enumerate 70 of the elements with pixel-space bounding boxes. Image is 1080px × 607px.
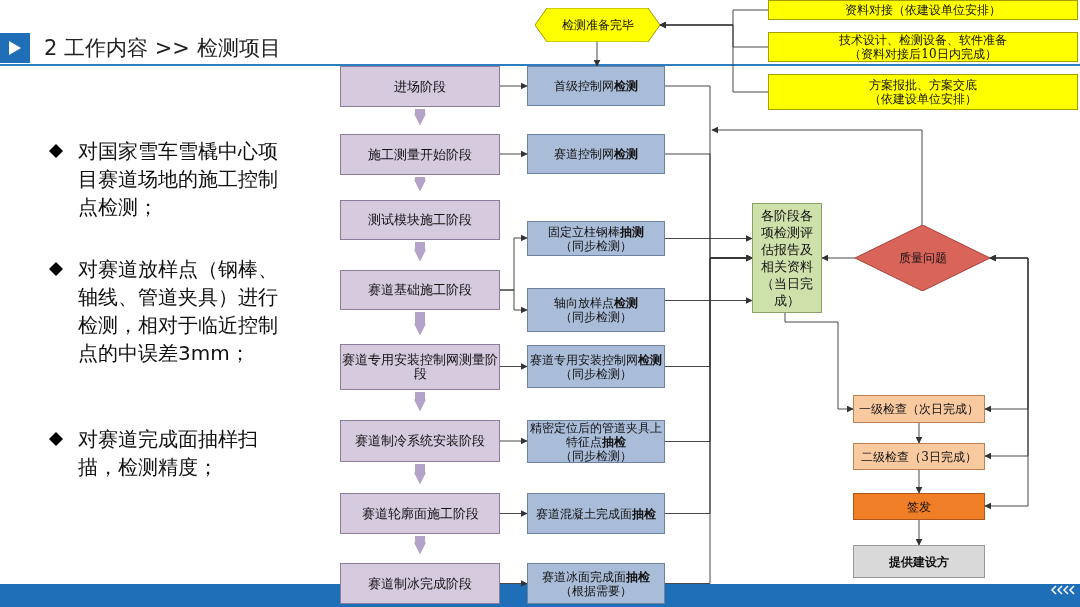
box-text: 赛道控制网检测	[554, 147, 638, 161]
report-box	[752, 203, 822, 313]
block-arrow	[414, 312, 426, 336]
block-arrow	[414, 464, 426, 485]
box-note: （同步检测）	[560, 310, 632, 324]
note-box	[768, 32, 1078, 62]
check-box	[527, 563, 665, 604]
box-text: 方案报批、方案交底	[869, 78, 977, 92]
note-box	[768, 74, 1078, 110]
box-text: 赛道专用安装控制网测量阶段	[341, 353, 499, 381]
review-box	[853, 443, 985, 470]
box-text: 一级检查（次日完成）	[859, 402, 979, 416]
block-arrow	[414, 392, 426, 412]
stage-box	[340, 563, 500, 604]
box-text: 赛道专用安装控制网检测	[530, 352, 662, 367]
box-text: 施工测量开始阶段	[368, 147, 472, 162]
delivery-box	[853, 545, 985, 578]
check-box	[527, 66, 665, 106]
note-box	[768, 0, 1078, 20]
box-text: 赛道混凝土完成面抽检	[536, 506, 656, 521]
stage-box	[340, 344, 500, 390]
box-text: 首级控制网检测	[554, 79, 638, 93]
start-hexagon	[535, 8, 660, 42]
slide-title: 2 工作内容 >> 检测项目	[44, 35, 281, 62]
box-text: 精密定位后的管道夹具上特征点抽检	[529, 420, 663, 449]
box-text: 签发	[907, 499, 931, 514]
box-note: （同步检测）	[560, 448, 632, 463]
block-arrow	[414, 177, 426, 192]
check-box	[527, 345, 665, 388]
check-box	[527, 221, 665, 256]
stage-box	[340, 66, 500, 107]
bullet-text: 对赛道放样点（钢棒、轴线、管道夹具）进行检测，相对于临近控制点的中误差3mm；	[78, 256, 278, 367]
decision-diamond	[855, 225, 990, 291]
box-text: 赛道制冷系统安装阶段	[355, 434, 485, 448]
box-text: 提供建设方	[889, 554, 949, 569]
box-text: 赛道轮廓面施工阶段	[361, 506, 479, 521]
stage-box	[340, 493, 500, 534]
box-text: 资料对接（依建设单位安排）	[845, 3, 1001, 17]
issue-box	[853, 493, 985, 520]
check-box	[527, 288, 665, 332]
block-arrow	[414, 242, 426, 262]
stage-box	[340, 200, 500, 240]
bullet-text: 对赛道完成面抽样扫描，检测精度；	[78, 426, 259, 481]
box-text: 固定立柱钢棒抽测	[548, 224, 644, 239]
box-text: 各阶段各项检测评估报告及相关资料（当日完成）	[760, 207, 814, 309]
check-box	[527, 134, 665, 174]
stage-box	[340, 420, 500, 462]
bullet-text: 对国家雪车雪橇中心项目赛道场地的施工控制点检测；	[78, 138, 278, 221]
check-box	[527, 493, 665, 534]
box-text: 测试模块施工阶段	[368, 213, 472, 227]
box-text: 进场阶段	[394, 79, 446, 94]
review-box	[853, 395, 985, 423]
check-box	[527, 420, 665, 463]
block-arrow	[414, 536, 426, 555]
stage-box	[340, 270, 500, 310]
box-note: （依建设单位安排）	[869, 92, 977, 106]
box-text: 赛道冰面完成面抽检	[542, 569, 650, 584]
block-arrow	[414, 109, 426, 126]
box-text: 二级检查（3日完成）	[861, 449, 977, 464]
box-note: （根据需要）	[560, 583, 632, 598]
box-note: （同步检测）	[560, 366, 632, 381]
box-text: 检测准备完毕	[561, 18, 634, 32]
box-text: 赛道基础施工阶段	[368, 283, 472, 297]
box-text: 赛道制冰完成阶段	[368, 576, 472, 591]
box-note: （资料对接后10日内完成）	[849, 47, 997, 61]
box-note: （同步检测）	[560, 238, 632, 253]
stage-box	[340, 134, 500, 175]
box-text: 质量问题	[898, 251, 947, 265]
box-text: 技术设计、检测设备、软件准备	[839, 33, 1007, 47]
box-text: 轴向放样点检测	[554, 296, 638, 310]
